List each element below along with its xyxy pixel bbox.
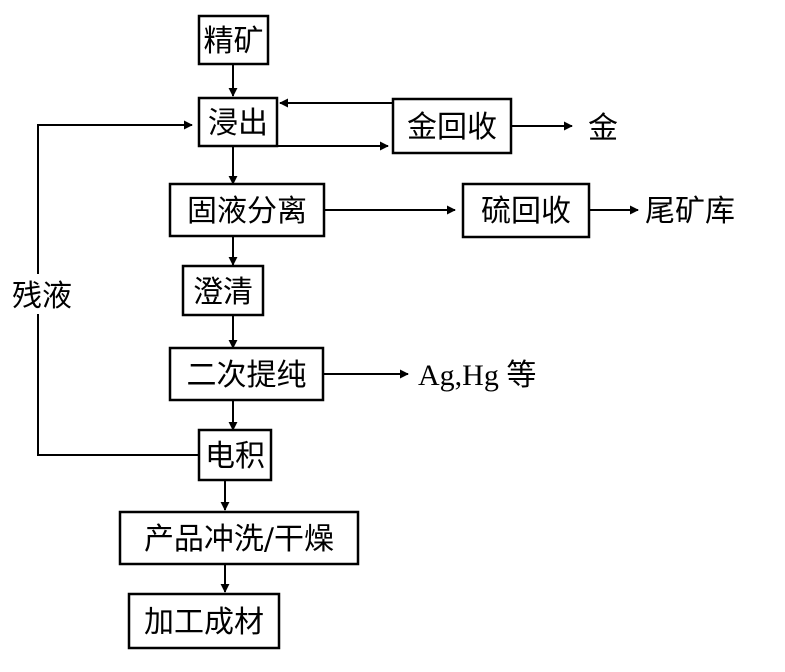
node-sulfur-recovery-box — [461, 182, 591, 239]
node-secondary-purification-label: 二次提纯 — [187, 358, 307, 393]
node-concentrate-label: 精矿 — [204, 24, 264, 59]
node-processing-label: 加工成材 — [144, 605, 264, 640]
output-gold-label: 金 — [588, 111, 618, 146]
node-sulfur-recovery-label: 硫回收 — [481, 194, 571, 229]
node-concentrate-box — [197, 14, 270, 66]
node-solid-liquid-separation-box — [168, 182, 326, 238]
residual-liquid-label: 残液 — [12, 279, 72, 314]
node-clarification: 澄清 — [181, 264, 265, 317]
node-electrowinning-label: 电积 — [205, 439, 265, 474]
node-product-wash-dry: 产品冲洗/干燥 — [118, 510, 360, 566]
node-processing: 加工成材 — [127, 592, 281, 650]
node-sulfur-recovery: 硫回收 — [461, 182, 591, 239]
node-clarification-box — [181, 264, 265, 317]
node-gold-recovery-label: 金回收 — [407, 110, 497, 145]
node-solid-liquid-separation-label: 固液分离 — [187, 194, 307, 229]
residual-liquid-label-bg — [8, 274, 76, 314]
node-concentrate: 精矿 — [197, 14, 270, 66]
node-electrowinning-box — [197, 428, 273, 482]
node-secondary-purification: 二次提纯 — [168, 346, 325, 402]
output-tailings-pond-label: 尾矿库 — [645, 194, 735, 229]
node-secondary-purification-box — [168, 346, 325, 402]
node-solid-liquid-separation: 固液分离 — [168, 182, 326, 238]
node-gold-recovery: 金回收 — [391, 97, 513, 155]
node-electrowinning: 电积 — [197, 428, 273, 482]
node-processing-box — [127, 592, 281, 650]
node-gold-recovery-box — [391, 97, 513, 155]
output-ag-hg-label: Ag,Hg 等 — [418, 359, 536, 392]
node-clarification-label: 澄清 — [193, 275, 253, 310]
node-product-wash-dry-label: 产品冲洗/干燥 — [144, 522, 334, 557]
node-leaching: 浸出 — [197, 96, 279, 148]
node-leaching-label: 浸出 — [208, 106, 268, 141]
node-product-wash-dry-box — [118, 510, 360, 566]
node-leaching-box — [197, 96, 279, 148]
